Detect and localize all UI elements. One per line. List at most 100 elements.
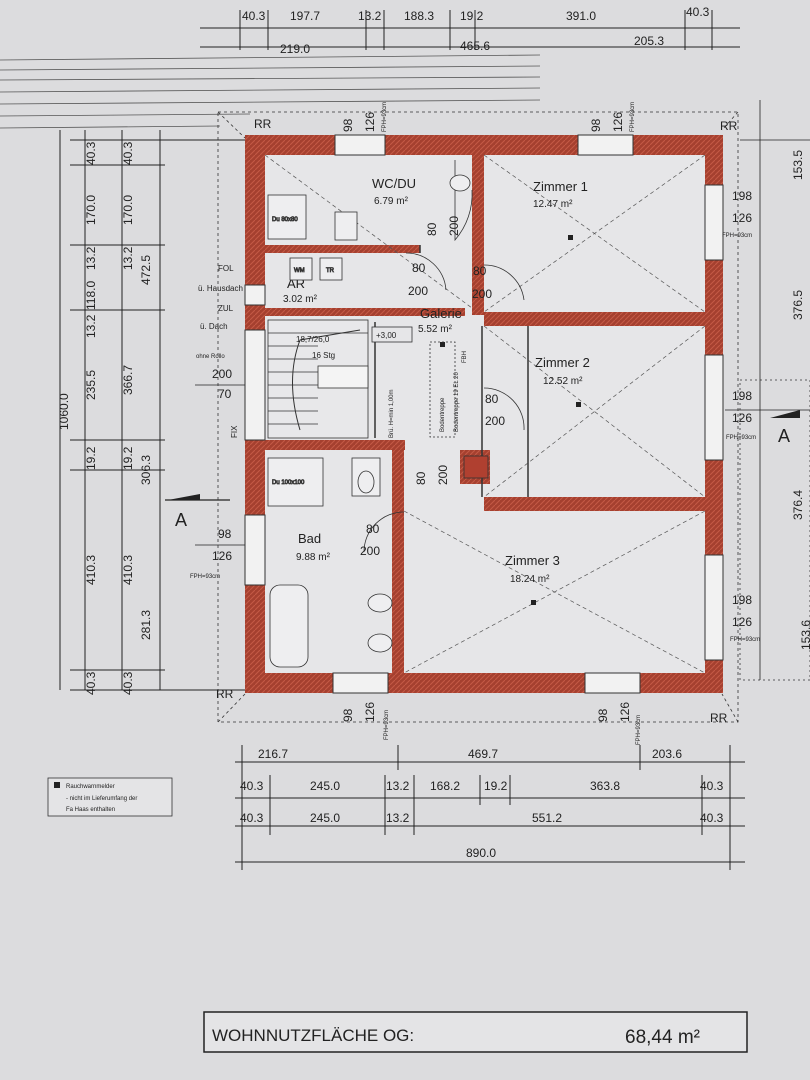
- room-zimmer1-name: Zimmer 1: [533, 179, 588, 194]
- left-dim-a10: 410.3: [84, 555, 98, 585]
- section-label-right: A: [778, 426, 790, 446]
- label-win-fph: FPH=93cm: [190, 574, 220, 580]
- summary-label: WOHNNUTZFLÄCHE OG:: [212, 1026, 414, 1045]
- win-top2-b: 126: [611, 112, 625, 132]
- attic-stair-2: Bodentreppe 19 EL 20: [454, 372, 460, 432]
- top-dim-7: 40.3: [686, 5, 710, 19]
- stair-ratio: 18,7/26,0: [296, 335, 330, 344]
- room-ar-area: 3.02 m²: [283, 294, 318, 305]
- corner-rr-tr: RR: [720, 119, 738, 133]
- windows: [244, 134, 724, 694]
- win-bot1-a: 98: [341, 708, 355, 722]
- door-ar-h: 200: [408, 284, 428, 298]
- left-dim-a2: 170.0: [84, 195, 98, 225]
- left-hatch-lines: [0, 54, 541, 129]
- door-gal-w: 80: [414, 471, 428, 485]
- top-dim-9: 465.6: [460, 39, 490, 53]
- room-zimmer1-area: 12.47 m²: [533, 199, 573, 210]
- bot-dim-3: 203.6: [652, 747, 682, 761]
- bottom-dimension-labels: 216.7 469.7 203.6 40.3 245.0 13.2 168.2 …: [240, 747, 724, 860]
- left-dim-b4: 19.2: [121, 446, 135, 470]
- left-dim-a3: 13.2: [84, 246, 98, 270]
- bot-dim-13: 13.2: [386, 811, 410, 825]
- legend-line-1: Rauchwarnmelder: [66, 784, 115, 790]
- shower-wc-label: Du 80x80: [272, 217, 298, 223]
- label-fix: FIX: [230, 425, 239, 438]
- right-dim-1: 153.5: [791, 150, 805, 180]
- left-dim-b5: 410.3: [121, 555, 135, 585]
- stair-landing: Brü. H=min 1,00m: [389, 389, 395, 438]
- corner-rr-tl: RR: [254, 117, 272, 131]
- stair-level: +3,00: [376, 331, 397, 340]
- label-dach: ü. Dach: [200, 322, 228, 331]
- label-win-70: 70: [218, 387, 232, 401]
- label-fol: FOL: [218, 264, 234, 273]
- right-dim-4: 153.6: [799, 620, 810, 650]
- win-right1-a: 198: [732, 189, 752, 203]
- legend: Rauchwarnmelder - nicht im Lieferumfang …: [47, 777, 173, 817]
- win-right2-a: 198: [732, 389, 752, 403]
- door-z1-h: 200: [472, 287, 492, 301]
- top-dim-1: 40.3: [242, 9, 266, 23]
- top-dim-2: 197.7: [290, 9, 320, 23]
- left-dim-total: 1060.0: [57, 393, 71, 430]
- right-dim-3: 376.4: [791, 490, 805, 520]
- left-dim-a6: 366.7: [121, 365, 135, 395]
- bottom-dimension-lines: [235, 745, 745, 870]
- bot-dim-5: 245.0: [310, 779, 340, 793]
- bot-dim-10: 40.3: [700, 779, 724, 793]
- roof-outline: [217, 111, 739, 723]
- win-top2-c: FPH=93cm: [630, 102, 636, 132]
- left-dimension-labels: 1060.0 40.3 170.0 13.2 118.0 13.2 366.7 …: [57, 141, 153, 695]
- bot-dim-6: 13.2: [386, 779, 410, 793]
- room-wc-area: 6.79 m²: [374, 196, 409, 207]
- summary-value: 68,44 m²: [625, 1027, 700, 1048]
- staircase: [267, 319, 376, 439]
- top-dimensions: [200, 10, 740, 50]
- door-bad-h: 200: [360, 544, 380, 558]
- win-bot2-c: FPH=93cm: [636, 715, 642, 745]
- bot-dim-total: 890.0: [466, 846, 496, 860]
- left-dim-a9: 306.3: [139, 455, 153, 485]
- stair-steps: 16 Stg: [312, 351, 335, 360]
- bot-dim-12: 245.0: [310, 811, 340, 825]
- left-dim-b1: 40.3: [121, 141, 135, 165]
- room-diagonals: [264, 154, 706, 674]
- win-right3-b: 126: [732, 615, 752, 629]
- room-bad-area: 9.88 m²: [296, 552, 331, 563]
- fbh-label: FBH: [462, 351, 468, 363]
- left-dim-a12: 40.3: [84, 671, 98, 695]
- section-mark-left: A: [165, 494, 230, 530]
- right-dim-2: 376.5: [791, 290, 805, 320]
- door-z2-w: 80: [485, 392, 499, 406]
- room-galerie-area: 5.52 m²: [418, 324, 453, 335]
- label-win-98: 98: [218, 527, 232, 541]
- left-dim-a7: 235.5: [84, 370, 98, 400]
- door-z1-w: 80: [473, 264, 487, 278]
- door-labels: 80 200 80 200 80 200 80 200 80 200 80 20…: [360, 216, 505, 558]
- win-right1-c: FPH=93cm: [722, 233, 752, 239]
- stair-labels: 18,7/26,0 16 Stg +3,00 Brü. H=min 1,00m …: [296, 326, 468, 438]
- living-area-summary: WOHNNUTZFLÄCHE OG: 68,44 m²: [203, 1011, 748, 1053]
- win-top2-a: 98: [589, 118, 603, 132]
- bot-dim-1: 216.7: [258, 747, 288, 761]
- left-dimensions: [59, 130, 260, 691]
- win-right3-c: FPH=93cm: [730, 637, 760, 643]
- shower-bad-label: Du 100x100: [272, 480, 305, 486]
- attic-stair: Bodentreppe: [440, 397, 446, 432]
- bot-dim-2: 469.7: [468, 747, 498, 761]
- win-right3-a: 198: [732, 593, 752, 607]
- win-top1-b: 126: [363, 112, 377, 132]
- win-top1-a: 98: [341, 118, 355, 132]
- bot-dim-14: 551.2: [532, 811, 562, 825]
- bot-dim-4: 40.3: [240, 779, 264, 793]
- door-gal-h: 200: [436, 465, 450, 485]
- bot-dim-8: 19.2: [484, 779, 508, 793]
- bath-fixtures: Du 80x80 WM TR Du 100x100: [267, 174, 489, 668]
- left-dim-c1: 472.5: [139, 255, 153, 285]
- win-right1-b: 126: [732, 211, 752, 225]
- room-zimmer2-name: Zimmer 2: [535, 355, 590, 370]
- room-wc-name: WC/DU: [372, 176, 416, 191]
- left-window-annotations: FOL ü. Hausdach ZUL ü. Dach ohne Rollo 2…: [190, 264, 245, 580]
